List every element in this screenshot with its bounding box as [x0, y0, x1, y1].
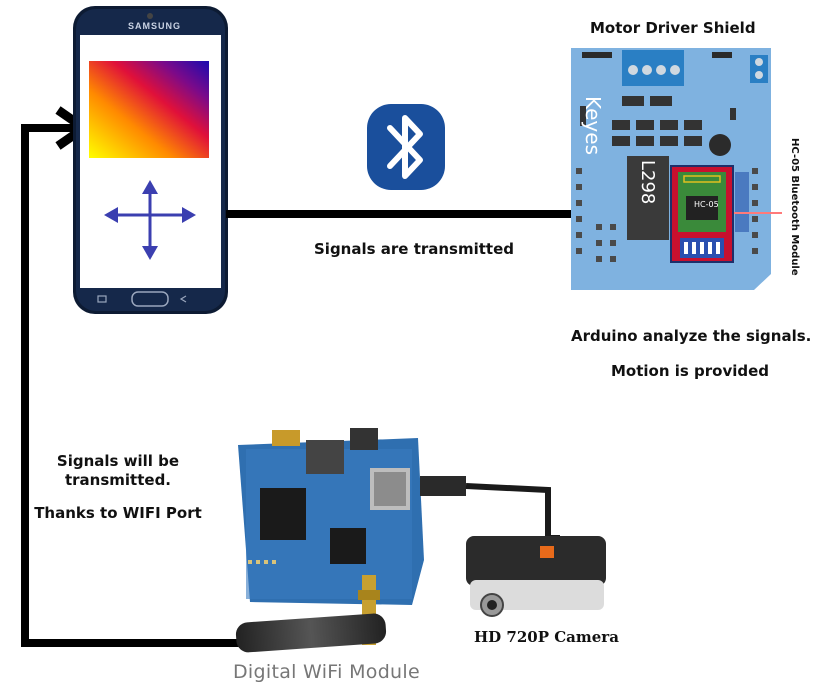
- motor-driver-shield: [571, 48, 782, 290]
- usb-cable: [420, 476, 560, 541]
- arduino-analyze-label: Arduino analyze the signals.: [571, 327, 812, 345]
- motion-provided-label: Motion is provided: [611, 362, 770, 380]
- thanks-wifi-label: Thanks to WIFI Port: [34, 504, 202, 522]
- back-icon: [179, 295, 187, 303]
- recent-apps-icon: [97, 295, 107, 303]
- wifi-module-label: Digital WiFi Module: [233, 661, 420, 683]
- home-button: [131, 291, 169, 307]
- board-brand-label: Keyes: [581, 96, 605, 155]
- signals-will-line1: Signals will be: [56, 452, 180, 470]
- camera-device: [466, 536, 606, 617]
- chip-name-label: L298: [637, 160, 658, 205]
- smartphone: [73, 6, 228, 314]
- phone-brand: SAMSUNG: [128, 21, 182, 31]
- bt-chip-label: HC-05: [694, 200, 719, 209]
- signals-will-line2: transmitted.: [64, 471, 172, 489]
- camera-label: HD 720P Camera: [474, 628, 619, 646]
- bluetooth-icon: [367, 104, 445, 190]
- signals-transmitted-label: Signals are transmitted: [314, 240, 515, 258]
- wifi-module-board: [235, 428, 424, 653]
- bt-module-label: HC-05 Bluetooth Module: [789, 138, 800, 276]
- gradient-pad: [89, 61, 209, 158]
- direction-arrows-icon: [104, 180, 196, 260]
- motor-driver-shield-title: Motor Driver Shield: [590, 19, 756, 37]
